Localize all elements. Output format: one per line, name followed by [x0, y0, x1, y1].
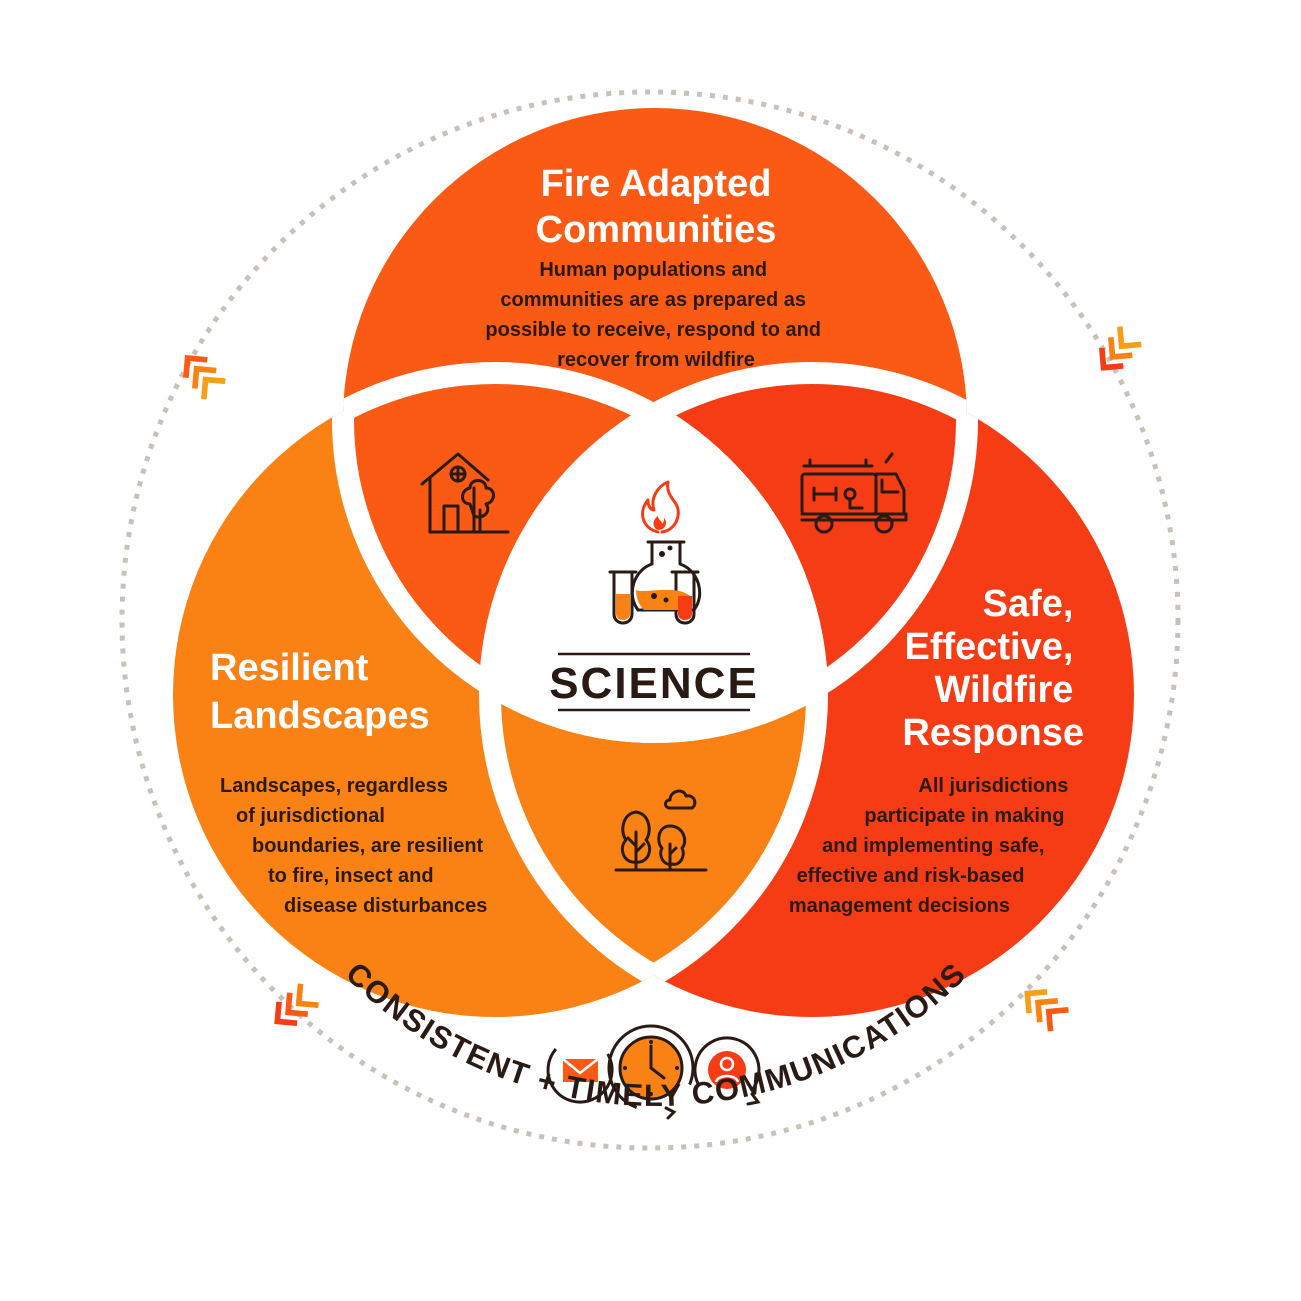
right-description: All jurisdictions participate in making … [789, 775, 1074, 917]
top-desc-line-4: recover from wildfire [557, 349, 755, 371]
top-desc-line-2: communities are as prepared as [500, 289, 806, 311]
right-title-line-2: Effective, [904, 626, 1073, 668]
center-label: SCIENCE [549, 659, 759, 708]
right-desc-line-5: management decisions [789, 895, 1010, 917]
left-title-line-2: Landscapes [210, 695, 430, 737]
mail-icon [546, 1036, 614, 1104]
left-title-line-1: Resilient [210, 647, 369, 689]
clock-icon [607, 1024, 695, 1120]
right-title: Safe, Effective, Wildfire Response [902, 583, 1084, 754]
left-desc-line-3: boundaries, are resilient [252, 835, 484, 857]
right-title-line-3: Wildfire [934, 669, 1073, 711]
flame-flasks-icon [608, 480, 702, 625]
person-icon [693, 1036, 761, 1106]
top-desc-line-3: possible to receive, respond to and [485, 319, 821, 341]
left-description: Landscapes, regardless of jurisdictional… [220, 775, 489, 917]
trees-cloud-icon [614, 789, 708, 872]
top-title-line-1: Fire Adapted [541, 163, 772, 205]
fire-truck-icon [800, 452, 908, 534]
left-desc-line-2: of jurisdictional [236, 805, 385, 827]
top-description: Human populations and communities are as… [485, 259, 826, 371]
left-desc-line-4: to fire, insect and [268, 865, 434, 887]
top-desc-line-1: Human populations and [539, 259, 767, 281]
house-tree-icon [420, 452, 510, 534]
left-desc-line-1: Landscapes, regardless [220, 775, 448, 797]
right-title-line-1: Safe, [983, 583, 1074, 625]
left-desc-line-5: disease disturbances [284, 895, 487, 917]
communication-icons [546, 1024, 761, 1120]
top-title-line-2: Communities [536, 209, 777, 251]
right-desc-line-1: All jurisdictions [918, 775, 1068, 797]
right-desc-line-4: effective and risk-based [797, 865, 1025, 887]
chevrons-bottom-right [1013, 978, 1072, 1035]
right-title-line-4: Response [902, 712, 1084, 754]
outer-ring [119, 89, 1181, 1151]
right-desc-line-3: and implementing safe, [822, 835, 1044, 857]
right-desc-line-2: participate in making [864, 805, 1064, 827]
